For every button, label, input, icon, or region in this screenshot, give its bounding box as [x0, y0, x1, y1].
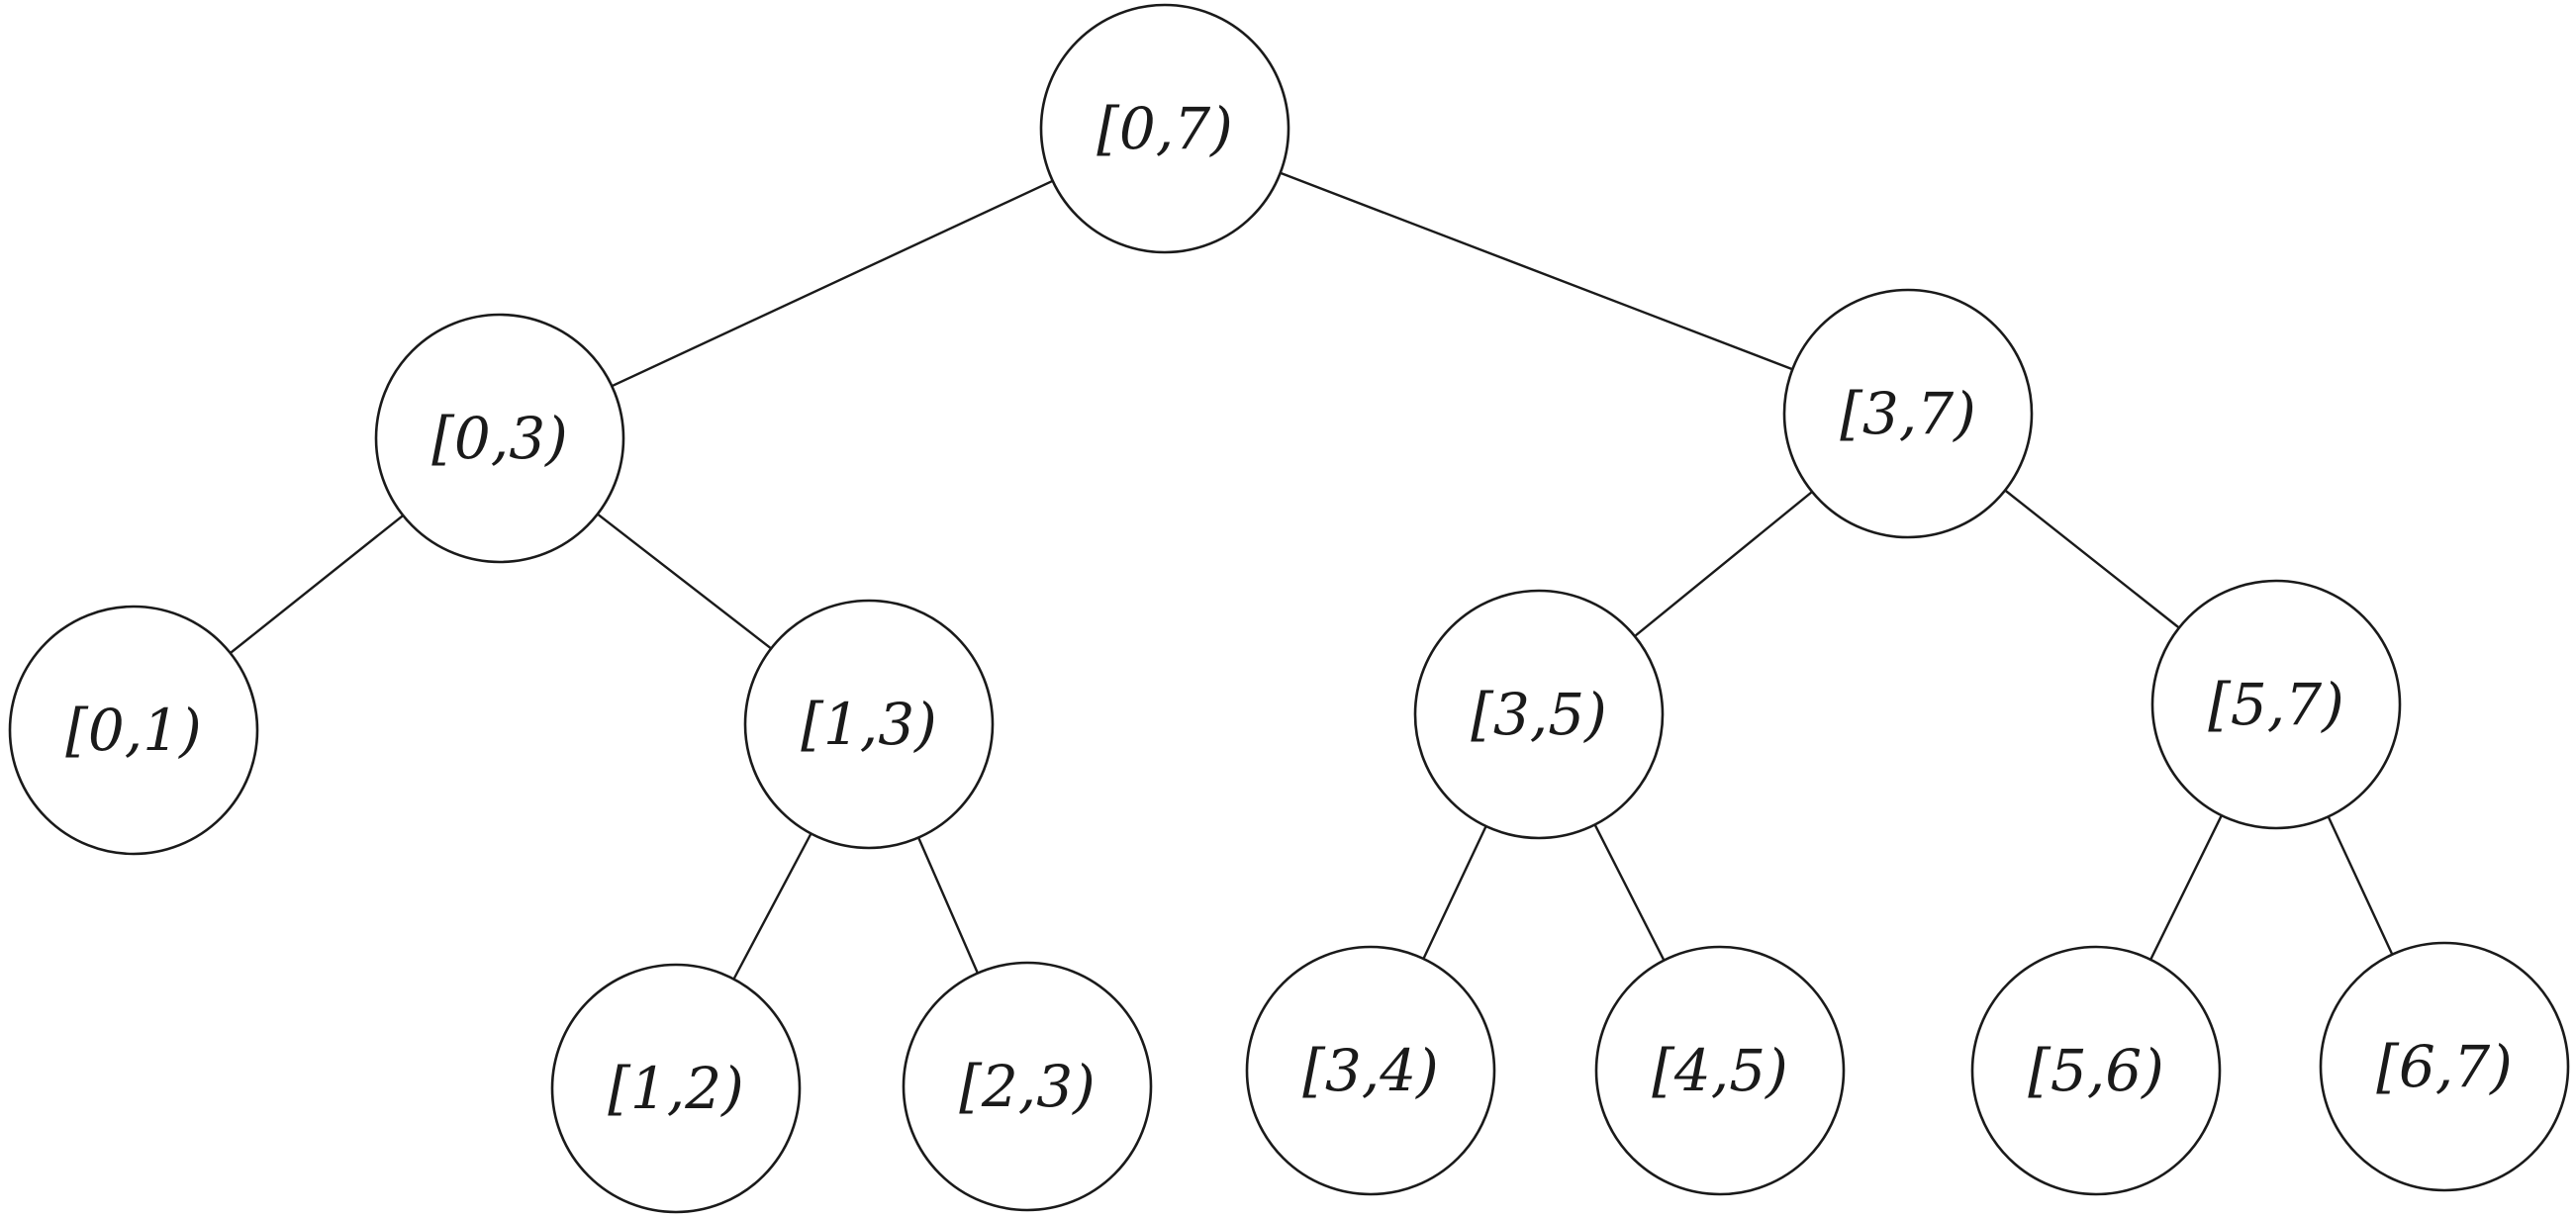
tree-edge	[1279, 171, 1794, 371]
tree-node: [1,2)	[550, 963, 802, 1214]
tree-edge	[2327, 815, 2394, 956]
tree-node-label: [6,7)	[2376, 1033, 2513, 1100]
tree-node: [3,4)	[1245, 945, 1496, 1196]
tree-node: [5,6)	[1970, 945, 2222, 1196]
tree-node-circle	[743, 599, 995, 850]
tree-node-label: [0,1)	[65, 697, 202, 764]
tree-node-circle	[2150, 579, 2402, 830]
tree-node: [6,7)	[2319, 941, 2570, 1192]
tree-edge	[916, 836, 980, 975]
tree-node: [0,1)	[8, 605, 259, 856]
tree-node: [0,3)	[374, 313, 625, 564]
tree-node-circle	[1413, 589, 1665, 840]
tree-node-label: [1,3)	[801, 691, 937, 758]
tree-node-circle	[1970, 945, 2222, 1196]
tree-edge	[1593, 823, 1666, 962]
tree-node-label: [0,7)	[1097, 95, 1233, 162]
tree-edge	[2148, 814, 2224, 961]
tree-node-circle	[374, 313, 625, 564]
tree-node-label: [5,7)	[2208, 671, 2344, 738]
tree-edge	[229, 514, 405, 655]
tree-edge	[611, 179, 1054, 388]
tree-node: [4,5)	[1594, 945, 1846, 1196]
tree-node-circle	[1039, 3, 1290, 254]
tree-node: [1,3)	[743, 599, 995, 850]
tree-node-label: [5,6)	[2028, 1037, 2164, 1104]
tree-node-circle	[1245, 945, 1496, 1196]
tree-node: [3,5)	[1413, 589, 1665, 840]
tree-node-label: [2,3)	[959, 1053, 1096, 1120]
tree-node-label: [3,7)	[1840, 380, 1976, 447]
tree-edge	[1422, 824, 1487, 961]
tree-nodes: [0,7) [0,3) [3,7) [0,1) [1,3) [3,5) [5,7) [1,2)…	[8, 3, 2570, 1214]
tree-edge	[2003, 489, 2181, 629]
tree-node-label: [0,3)	[431, 405, 568, 472]
tree-node: [2,3)	[902, 961, 1153, 1212]
tree-node-circle	[1782, 288, 2034, 539]
tree-node-circle	[2319, 941, 2570, 1192]
tree-node-circle	[1594, 945, 1846, 1196]
tree-node-circle	[902, 961, 1153, 1212]
tree-node: [5,7)	[2150, 579, 2402, 830]
tree-edge	[596, 513, 773, 650]
tree-edge	[732, 832, 812, 981]
tree-node-label: [1,2)	[608, 1055, 744, 1122]
tree-node-circle	[8, 605, 259, 856]
tree-node-label: [3,5)	[1471, 681, 1607, 748]
tree-node-circle	[550, 963, 802, 1214]
tree-node: [3,7)	[1782, 288, 2034, 539]
tree-node-label: [3,4)	[1302, 1037, 1439, 1104]
tree-node-label: [4,5)	[1652, 1037, 1788, 1104]
tree-edge	[1633, 490, 1814, 638]
tree-edges	[229, 171, 2394, 981]
tree-node: [0,7)	[1039, 3, 1290, 254]
